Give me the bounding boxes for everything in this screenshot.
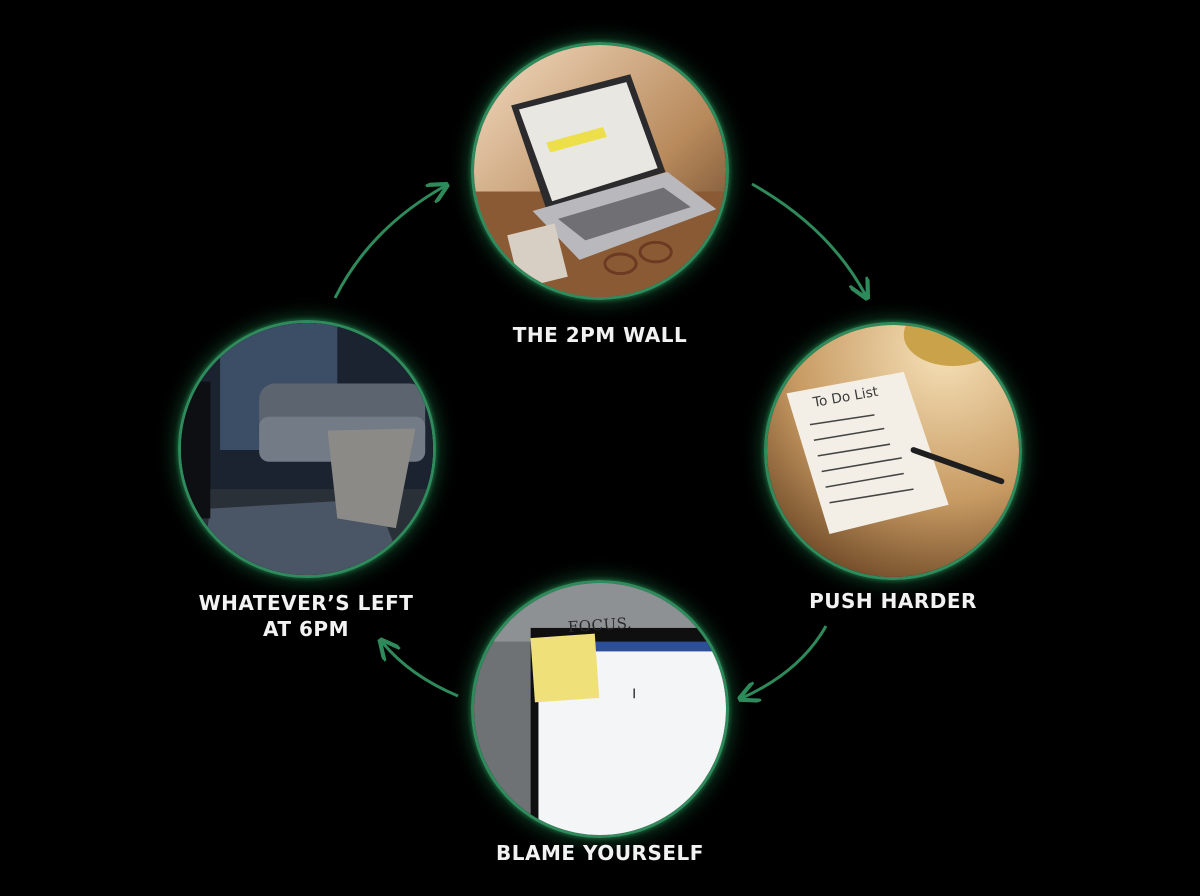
- node-label-6pm: WHATEVER’S LEFT AT 6PM: [198, 591, 414, 641]
- arrow-left-to-wall: [333, 186, 445, 299]
- node-push-harder-image: To Do List: [764, 322, 1022, 580]
- node-label-push-harder: PUSH HARDER: [809, 589, 977, 613]
- sticky-note-text: FOCUS.: [567, 613, 633, 637]
- node-label-2pm-wall: THE 2PM WALL: [512, 323, 688, 347]
- dark-living-room-photo: [181, 323, 433, 575]
- node-2pm-wall-image: [471, 42, 729, 300]
- node-label-blame-yourself: BLAME YOURSELF: [496, 841, 704, 865]
- node-6pm-image: [178, 320, 436, 578]
- laptop-photo: [474, 45, 726, 297]
- arrow-blame-to-left: [382, 642, 459, 698]
- arrow-wall-to-push: [751, 182, 866, 296]
- arrow-push-to-blame: [742, 625, 828, 698]
- todo-list-photo: To Do List: [767, 325, 1019, 577]
